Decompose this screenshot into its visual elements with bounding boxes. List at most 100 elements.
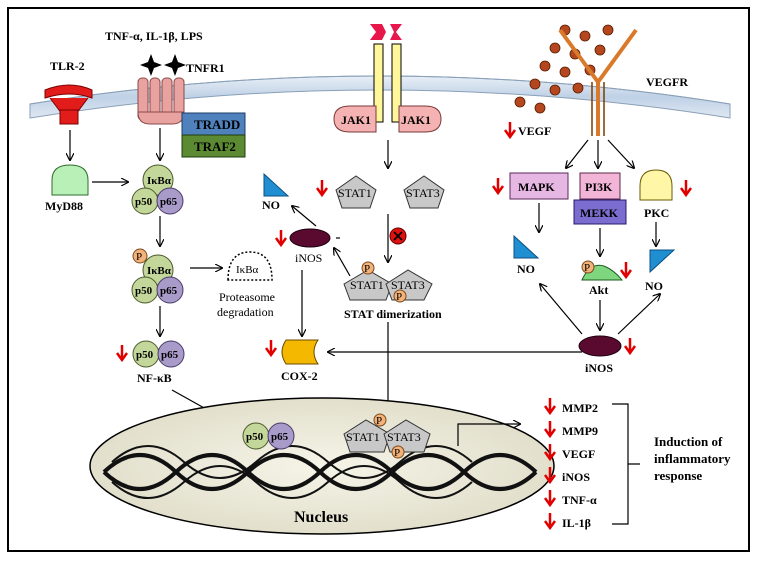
proteasome-label-1: Proteasome [219, 290, 275, 304]
svg-text:MyD88: MyD88 [45, 199, 83, 213]
mekk-node: MEKK [573, 199, 627, 225]
response-line: response [654, 468, 702, 483]
svg-text:P: P [376, 415, 382, 427]
svg-text:IκBα: IκBα [147, 175, 172, 187]
svg-text:PI3K: PI3K [585, 180, 613, 194]
stat3-monomer: STAT3 [403, 175, 445, 209]
gene-label: VEGF [562, 447, 595, 461]
jak1-left: JAK1 [333, 105, 377, 133]
svg-text:JAK1: JAK1 [341, 113, 371, 127]
svg-text:STAT3: STAT3 [387, 430, 421, 444]
svg-text:P: P [396, 291, 402, 303]
tradd-box: TRADD [181, 112, 246, 136]
svg-text:Nucleus: Nucleus [294, 509, 348, 526]
svg-text:TRADD: TRADD [194, 117, 240, 132]
svg-text:p50: p50 [136, 349, 154, 361]
stat-dimer: STAT1 STAT3 P P [343, 261, 433, 303]
akt-node: P Akt [581, 260, 624, 297]
degraded-ikb: IκBα [227, 251, 273, 281]
no-node-mid: NO [513, 235, 539, 276]
jak-receptor [370, 24, 402, 123]
svg-text:p50: p50 [135, 285, 153, 297]
svg-text:STAT3: STAT3 [391, 278, 425, 292]
svg-text:COX-2: COX-2 [281, 369, 318, 383]
svg-text:PKC: PKC [644, 206, 669, 220]
response-line: Induction of [654, 434, 723, 449]
gene-label: MMP2 [562, 401, 598, 415]
svg-text:STAT3: STAT3 [406, 186, 440, 200]
arrow-vegfr-mapk [566, 139, 589, 168]
svg-text:iNOS: iNOS [585, 361, 613, 375]
proteasome-label-2: degradation [217, 305, 274, 319]
svg-text:P: P [394, 447, 400, 459]
arrow-inos-no-right [617, 294, 660, 335]
svg-text:p50: p50 [246, 431, 264, 443]
cox2-node: COX-2 [281, 339, 319, 383]
response-line: inflammatory [654, 451, 731, 466]
svg-text:MEKK: MEKK [580, 206, 619, 220]
vegfr-label: VEGFR [646, 75, 688, 89]
svg-text:p65: p65 [161, 349, 179, 361]
tlr2-label: TLR-2 [50, 59, 85, 73]
inos-node-right: iNOS [578, 335, 622, 375]
stat1-monomer: STAT1 [335, 175, 377, 209]
svg-text:P: P [364, 263, 370, 275]
pi3k-node: PI3K [579, 172, 621, 200]
vegf-label: VEGF [518, 124, 551, 138]
traf2-box: TRAF2 [181, 134, 246, 158]
svg-text:JAK1: JAK1 [401, 113, 431, 127]
ikb-complex: IκBα p50 p65 [131, 164, 184, 215]
phospho-ikb-complex: P IκBα p50 p65 [131, 248, 184, 304]
vegfr-receptor [558, 28, 638, 136]
jak1-right: JAK1 [398, 105, 442, 133]
transcription-arrow [457, 424, 520, 446]
svg-text:IκBα: IκBα [147, 265, 172, 277]
svg-text:P: P [136, 251, 142, 263]
gene-label: TNF-α [562, 493, 597, 507]
svg-text:p65: p65 [271, 431, 289, 443]
arrow-stat-to-inos [334, 248, 351, 277]
cytokines-label: TNF-α, IL-1β, LPS [105, 29, 203, 43]
nfkb-complex: p50 p65 [132, 340, 185, 368]
svg-text:STAT1: STAT1 [346, 430, 380, 444]
svg-text:p65: p65 [160, 196, 178, 208]
ligand-stars [140, 54, 186, 76]
svg-text:Akt: Akt [589, 283, 608, 297]
tlr2-receptor [44, 84, 93, 125]
inhibition-icon [389, 227, 407, 245]
inos-node-left: iNOS [289, 228, 331, 265]
svg-text:iNOS: iNOS [295, 251, 322, 265]
myd88-node: MyD88 [45, 164, 89, 213]
arrow-vegfr-pkc [607, 139, 634, 168]
gene-bracket [612, 403, 640, 525]
nfkb-in-nucleus: p50 p65 [242, 422, 295, 450]
gene-label: MMP9 [562, 424, 598, 438]
tnfr1-label: TNFR1 [186, 61, 225, 75]
gene-label: iNOS [562, 470, 590, 484]
svg-text:STAT1: STAT1 [338, 186, 372, 200]
pkc-node: PKC [639, 169, 673, 220]
svg-text:IκBα: IκBα [236, 264, 259, 276]
nucleus: Nucleus [89, 397, 555, 535]
no-node-right: NO [645, 249, 676, 293]
svg-text:NO: NO [262, 198, 280, 212]
svg-text:NO: NO [517, 262, 535, 276]
arrow-inos-no [292, 206, 317, 227]
tnfr1-receptor [137, 77, 185, 125]
stat-dimerization-label: STAT dimerization [344, 307, 442, 321]
svg-text:TRAF2: TRAF2 [194, 139, 236, 154]
gene-label: IL-1β [562, 516, 591, 530]
response-text: Induction of inflammatory response [654, 434, 731, 483]
svg-text:MAPK: MAPK [518, 180, 555, 194]
nfkb-label: NF-κB [137, 371, 172, 385]
svg-text:p50: p50 [135, 196, 153, 208]
arrow-inos-no-mid [540, 284, 583, 335]
svg-text:p65: p65 [160, 285, 178, 297]
mapk-node: MAPK [509, 172, 569, 200]
stat-dimer-in-nucleus: STAT1 STAT3 P P [343, 413, 431, 459]
svg-text:STAT1: STAT1 [350, 278, 384, 292]
no-node-left: NO [262, 173, 289, 212]
svg-text:P: P [584, 262, 590, 274]
